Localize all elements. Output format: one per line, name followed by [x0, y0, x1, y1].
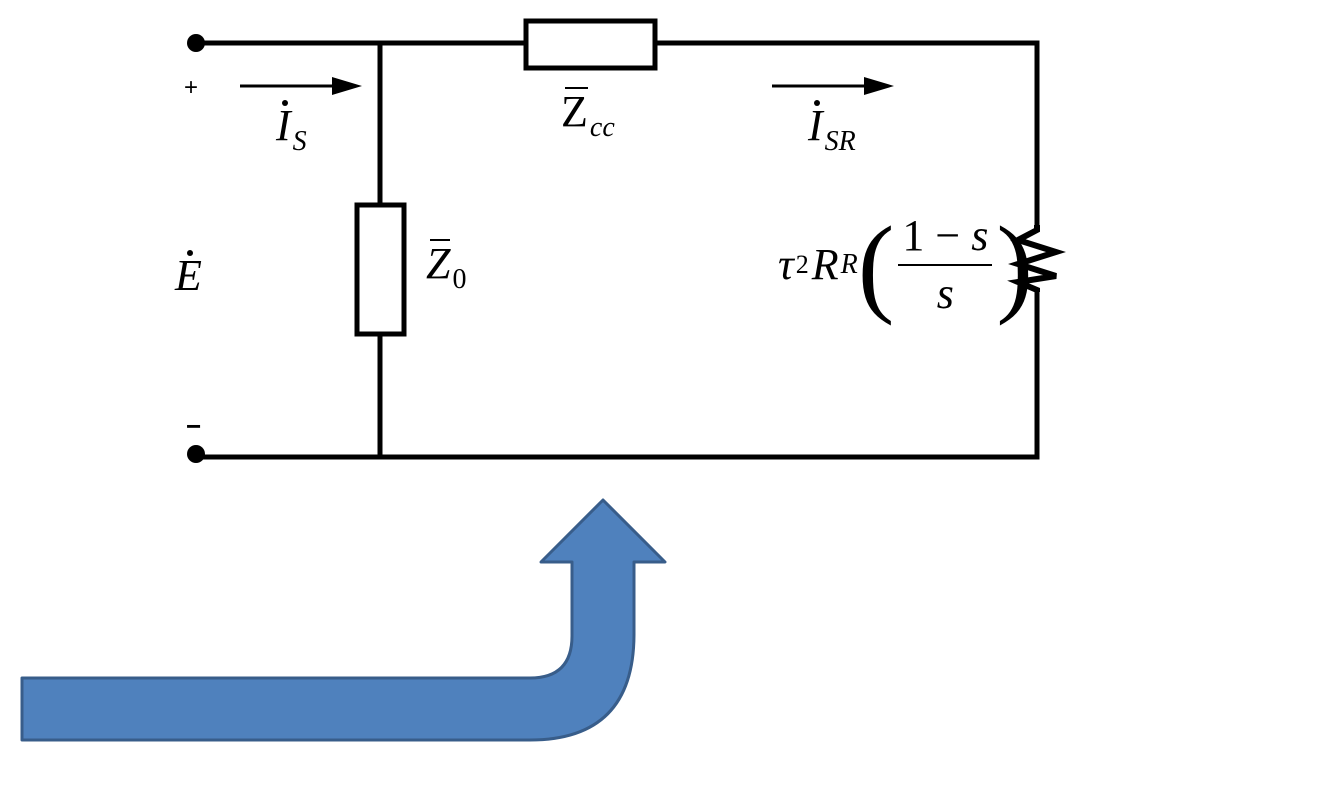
zcc-impedance-label: Zcc [561, 87, 615, 143]
negative-terminal [187, 445, 205, 463]
load-numerator: 1 − s [898, 211, 993, 266]
isr-label: I [808, 101, 823, 150]
positive-terminal [187, 34, 205, 52]
load-exponent: 2 [795, 250, 809, 279]
load-numerator-s: s [971, 211, 989, 260]
source-e: ˙E [175, 250, 202, 300]
load-resistor-zigzag [1007, 225, 1066, 293]
load-r: R [811, 240, 839, 289]
source-e-label: E [175, 251, 202, 300]
zcc-impedance-box [523, 18, 658, 71]
z0-label: Z [426, 239, 451, 288]
z0-overbar [430, 239, 451, 241]
isr-current-arrow-icon [772, 77, 894, 95]
isr-subscript: SR [824, 125, 856, 157]
is-current-label: ˙IS [276, 100, 307, 157]
isr-current-label: ˙ISR [808, 100, 856, 157]
load-denominator: s [936, 269, 954, 318]
load-tau: τ [778, 240, 794, 289]
is-subscript: S [292, 125, 307, 157]
bent-up-arrow-icon [20, 498, 667, 742]
zcc-label: Z [561, 87, 588, 136]
negative-sign: − [186, 411, 202, 441]
load-expression: τ 2 R R ( 1 − s s ) [778, 205, 1033, 325]
z0-impedance-box [354, 202, 407, 337]
load-r-subscript: R [840, 249, 858, 280]
z0-impedance-label: Z0 [426, 239, 467, 295]
load-fraction: 1 − s s [898, 211, 993, 318]
load-open-paren: ( [857, 204, 895, 326]
is-dot: ˙ [282, 100, 289, 106]
zcc-overbar [565, 87, 588, 89]
load-close-paren: ) [996, 204, 1033, 326]
positive-sign: + [184, 74, 199, 101]
is-current-arrow-icon [240, 77, 362, 95]
isr-dot: ˙ [814, 100, 821, 106]
is-label: I [276, 101, 291, 150]
source-e-dot: ˙ [187, 250, 194, 256]
zcc-subscript: cc [589, 111, 615, 143]
z0-subscript: 0 [452, 263, 467, 295]
